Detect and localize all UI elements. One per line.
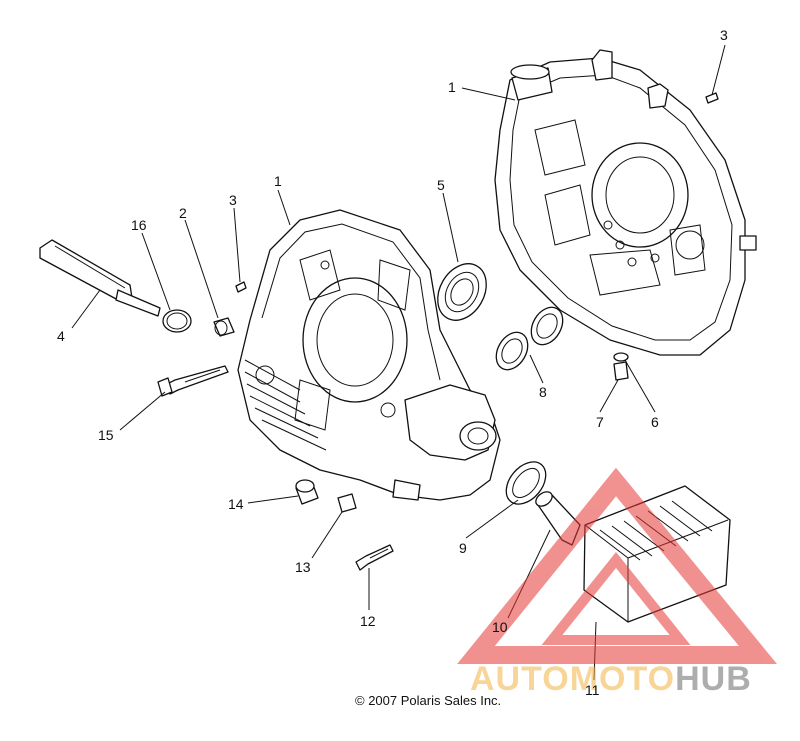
gasket-9 <box>505 461 547 505</box>
watermark-inner-triangle-icon <box>541 551 691 645</box>
leader-lines <box>71 44 726 681</box>
callout-8: 8 <box>539 384 547 400</box>
callout-2: 2 <box>179 205 187 221</box>
fitting-7 <box>613 361 629 381</box>
dipstick-4 <box>39 239 161 317</box>
pin-3-left <box>235 281 247 293</box>
watermark-moto: MOTO <box>570 660 675 698</box>
o-ring-16 <box>162 309 192 333</box>
callout-13: 13 <box>295 559 311 575</box>
crankcase-left-half <box>237 209 501 501</box>
bearing-5 <box>437 263 487 321</box>
bolt-15 <box>157 365 229 397</box>
watermark-hub: HUB <box>675 660 752 698</box>
callout-15: 15 <box>98 427 114 443</box>
watermark-auto: AUTO <box>470 660 570 698</box>
dowel-2 <box>213 317 235 337</box>
callout-6: 6 <box>651 414 659 430</box>
callout-14: 14 <box>228 496 244 512</box>
bearing-8-right <box>530 306 564 346</box>
copyright-text: © 2007 Polaris Sales Inc. <box>355 693 501 708</box>
callout-11: 11 <box>585 682 600 698</box>
callout-4: 4 <box>57 328 65 344</box>
callout-7: 7 <box>596 414 604 430</box>
watermark: AUTOMOTOHUB <box>457 467 778 698</box>
watermark-text: AUTOMOTOHUB <box>470 660 752 698</box>
callout-16: 16 <box>131 217 147 233</box>
callout-1-left: 1 <box>274 173 282 189</box>
watermark-triangle-icon <box>457 467 778 664</box>
bearing-8-left <box>495 331 529 371</box>
callout-12: 12 <box>360 613 376 629</box>
crankcase-right-half <box>494 49 757 356</box>
bolt-12 <box>355 544 394 571</box>
callout-labels: 1 1 2 3 3 4 5 6 7 8 9 10 11 12 13 14 15 … <box>57 27 728 698</box>
plug-13 <box>337 493 357 513</box>
callout-9: 9 <box>459 540 467 556</box>
callout-1-right: 1 <box>448 79 456 95</box>
callout-10: 10 <box>492 619 508 635</box>
plug-14 <box>295 479 319 505</box>
washer-6 <box>613 352 629 362</box>
callout-5: 5 <box>437 177 445 193</box>
callout-3-left: 3 <box>229 192 237 208</box>
callout-3-right: 3 <box>720 27 728 43</box>
